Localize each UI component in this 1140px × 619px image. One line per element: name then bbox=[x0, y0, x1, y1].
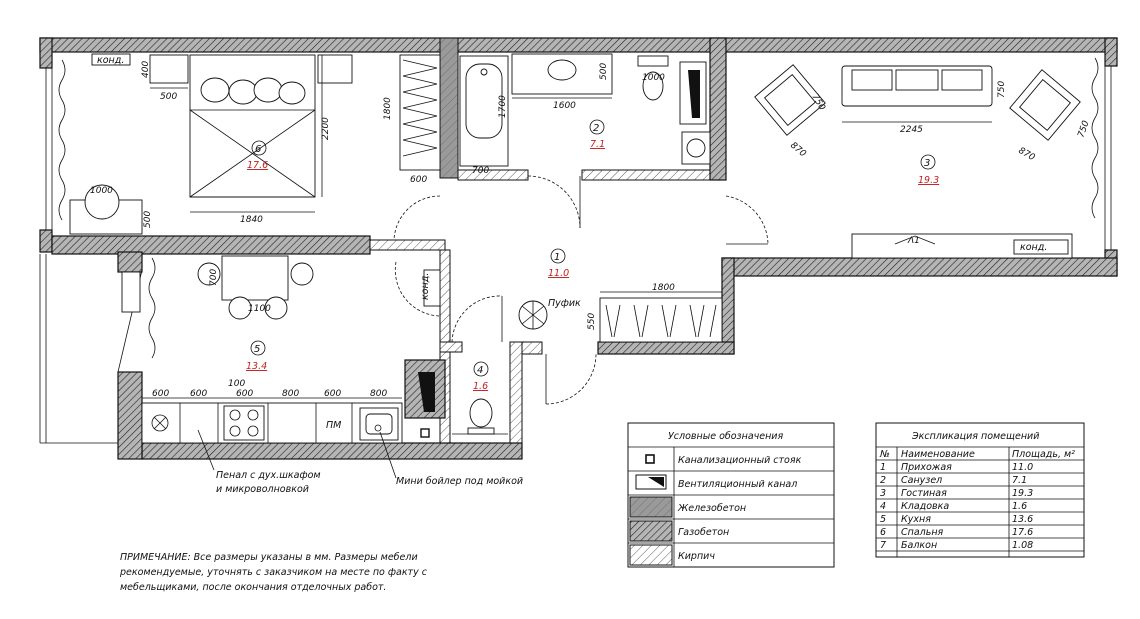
schedule-cell: Санузел bbox=[901, 475, 942, 486]
note-line-1: ПРИМЕЧАНИЕ: Все размеры указаны в мм. Ра… bbox=[120, 552, 418, 563]
ac-label-living: конд. bbox=[1020, 242, 1047, 253]
dim-sofa: 2245 bbox=[900, 125, 923, 135]
kitchen: 700 1100 5 13.4 ПМ 600 600 100 600 800 6… bbox=[39, 254, 523, 495]
legend-item-concrete: Железобетон bbox=[677, 503, 746, 514]
boiler-label: Мини бойлер под мойкой bbox=[396, 476, 523, 487]
bathroom: 1700 700 1600 500 1000 2 7.1 bbox=[459, 53, 711, 229]
dim-toilet: 1000 bbox=[642, 73, 665, 83]
schedule-cell: Балкон bbox=[901, 540, 937, 551]
room-num-3: 3 bbox=[924, 158, 930, 169]
schedule-cell: 19.3 bbox=[1012, 488, 1033, 499]
schedule-cell: 17.6 bbox=[1012, 527, 1033, 538]
dim-k3: 600 bbox=[236, 389, 253, 399]
dim-wardrobe-depth: 600 bbox=[410, 175, 427, 185]
schedule-header-area: Площадь, м² bbox=[1012, 449, 1075, 460]
schedule-cell: 4 bbox=[880, 501, 886, 512]
dim-chair-left-2: 870 bbox=[788, 141, 808, 160]
schedule-cell: Кухня bbox=[901, 514, 931, 525]
walls bbox=[39, 37, 1118, 460]
schedule-header-name: Наименование bbox=[901, 449, 975, 460]
legend-item-vent: Вентиляционный канал bbox=[678, 479, 797, 490]
dim-armchair: 1000 bbox=[90, 186, 113, 196]
room-num-2: 2 bbox=[593, 123, 599, 134]
dim-nightstand-width: 500 bbox=[160, 92, 177, 102]
room-area-1: 11.0 bbox=[548, 268, 569, 279]
room-area-4: 1.6 bbox=[473, 381, 488, 392]
legend-item-sewer: Канализационный стояк bbox=[678, 455, 802, 466]
schedule-cell: 11.0 bbox=[1012, 462, 1033, 473]
oven-column-label-2: и микроволновкой bbox=[216, 484, 309, 495]
dim-table-depth: 700 bbox=[209, 269, 219, 286]
schedule-cell: Кладовка bbox=[901, 501, 949, 512]
oven-column-label: Пенал с дух.шкафом bbox=[216, 470, 321, 481]
bedroom: конд. 6 17.6 1840 2200 400 500 1000 500 … bbox=[45, 53, 441, 235]
dim-hall-wardrobe: 1800 bbox=[652, 283, 675, 293]
dim-k1: 600 bbox=[152, 389, 169, 399]
dim-k2: 600 bbox=[190, 389, 207, 399]
dim-armchair-depth: 500 bbox=[143, 211, 153, 228]
room-area-5: 13.4 bbox=[246, 361, 267, 372]
room-num-6: 6 bbox=[255, 144, 261, 155]
dim-chair-right: 870 bbox=[1017, 146, 1037, 163]
hallway: 1 11.0 Пуфик 1800 550 конд. bbox=[393, 195, 723, 405]
schedule-cell: Прихожая bbox=[901, 462, 952, 473]
schedule-cell: 7 bbox=[880, 540, 886, 551]
dim-bed-length: 2200 bbox=[321, 117, 331, 140]
dim-chair-right-2: 750 bbox=[1076, 119, 1091, 139]
dim-bath-length: 1700 bbox=[498, 95, 508, 118]
schedule-cell: 3 bbox=[880, 488, 886, 499]
schedule-cell: 1.08 bbox=[1012, 540, 1033, 551]
schedule-cell: Гостиная bbox=[901, 488, 947, 499]
note-line-3: мебельщиками, после окончания отделочных… bbox=[120, 582, 386, 593]
living-room: 2245 750 750 870 870 750 Λ1 конд. 3 19.3 bbox=[725, 57, 1112, 259]
room-schedule-table: Экспликация помещений № Наименование Пло… bbox=[875, 422, 1085, 558]
dim-nightstand-depth: 400 bbox=[141, 61, 151, 78]
room-area-2: 7.1 bbox=[590, 139, 605, 150]
schedule-cell: 7.1 bbox=[1012, 475, 1027, 486]
dim-hall-wardrobe-depth: 550 bbox=[587, 313, 597, 330]
legend-item-aerated: Газобетон bbox=[678, 527, 729, 538]
room-num-4: 4 bbox=[477, 365, 483, 376]
room-area-6: 17.6 bbox=[247, 160, 268, 171]
storage-room: 4 1.6 bbox=[420, 361, 508, 438]
schedule-cell: 5 bbox=[880, 514, 886, 525]
dim-wardrobe-length: 1800 bbox=[383, 97, 393, 120]
schedule-cell: 13.6 bbox=[1012, 514, 1033, 525]
drawing-note: ПРИМЕЧАНИЕ: Все размеры указаны в мм. Ра… bbox=[119, 552, 428, 593]
room-num-1: 1 bbox=[554, 252, 560, 263]
ac-label-bedroom: конд. bbox=[97, 55, 124, 66]
dim-bed-width: 1840 bbox=[240, 215, 263, 225]
legend-title: Условные обозначения bbox=[668, 431, 783, 442]
dim-k-gap: 100 bbox=[228, 379, 245, 389]
dim-counter-depth: 500 bbox=[599, 63, 609, 80]
dim-k6: 800 bbox=[370, 389, 387, 399]
dim-k5: 600 bbox=[324, 389, 341, 399]
pouf-label: Пуфик bbox=[548, 298, 581, 309]
dim-table-width: 1100 bbox=[248, 304, 271, 314]
legend-item-brick: Кирпич bbox=[678, 551, 715, 562]
dim-k4: 800 bbox=[282, 389, 299, 399]
schedule-header-num: № bbox=[879, 449, 890, 460]
schedule-cell: 2 bbox=[880, 475, 886, 486]
dim-bath-width: 700 bbox=[472, 166, 489, 176]
svg-text:Λ1: Λ1 bbox=[907, 236, 920, 246]
note-line-2: рекомендуемые, уточнять с заказчиком на … bbox=[119, 567, 428, 578]
room-num-5: 5 bbox=[254, 344, 260, 355]
schedule-title: Экспликация помещений bbox=[911, 431, 1039, 442]
dim-counter: 1600 bbox=[553, 101, 576, 111]
dishwasher-label: ПМ bbox=[326, 420, 341, 431]
schedule-cell: 6 bbox=[880, 527, 886, 538]
legend-table: Условные обозначения Канализационный сто… bbox=[627, 422, 835, 568]
schedule-cell: 1.6 bbox=[1012, 501, 1027, 512]
schedule-cell: 1 bbox=[880, 462, 886, 473]
ac-label-hall: конд. bbox=[420, 273, 431, 300]
dim-sofa-depth: 750 bbox=[997, 81, 1007, 98]
room-area-3: 19.3 bbox=[918, 175, 939, 186]
schedule-cell: Спальня bbox=[901, 527, 944, 538]
